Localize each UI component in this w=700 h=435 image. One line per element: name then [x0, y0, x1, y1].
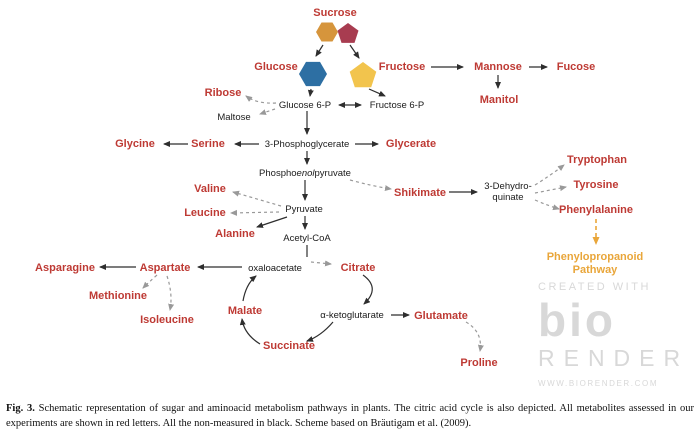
node-fructose: Fructose: [378, 61, 426, 73]
node-valine: Valine: [194, 183, 226, 195]
sucrose-hexagon-icon: [316, 22, 338, 42]
sucrose-pentagon-icon: [337, 23, 359, 43]
node-phenylalanine: Phenylalanine: [559, 204, 633, 216]
pep-prefix: Phospho: [259, 168, 297, 179]
node-alanine: Alanine: [215, 228, 255, 240]
node-fucose: Fucose: [556, 61, 596, 73]
node-methionine: Methionine: [88, 290, 148, 302]
biorender-watermark: CREATED WITH bio RENDER WWW.BIORENDER.CO…: [538, 281, 689, 388]
caption-label: Fig. 3.: [6, 403, 35, 414]
node-pyruvate: Pyruvate: [285, 204, 323, 215]
node-glucose: Glucose: [254, 61, 298, 73]
solid-arrows: [99, 44, 548, 318]
node-serine: Serine: [191, 138, 225, 150]
node-glycerate: Glycerate: [385, 138, 437, 150]
node-3-dehydroquinate: 3-Dehydro-quinate: [484, 181, 532, 204]
node-oxaloacetate: oxaloacetate: [248, 263, 302, 274]
node-glycine: Glycine: [115, 138, 155, 150]
node-isoleucine: Isoleucine: [140, 314, 194, 326]
node-fructose-6p: Fructose 6-P: [369, 100, 425, 111]
node-succinate: Succinate: [263, 340, 315, 352]
pep-suffix: pyruvate: [314, 168, 351, 179]
node-malate: Malate: [227, 305, 263, 317]
node-leucine: Leucine: [184, 207, 226, 219]
figure-caption: Fig. 3. Schematic representation of suga…: [6, 402, 694, 431]
glucose-hexagon-icon: [299, 61, 327, 87]
dashed-arrows: [142, 95, 567, 352]
node-phosphoenolpyruvate: Phosphoenolpyruvate: [259, 168, 351, 179]
node-asparagine: Asparagine: [35, 262, 95, 274]
dehydroquinate-line1: 3-Dehydro-: [484, 181, 532, 192]
node-tyrosine: Tyrosine: [573, 179, 619, 191]
phenylpropanoid-line1: Phenylopropanoid: [546, 251, 644, 263]
node-ribose: Ribose: [204, 87, 242, 99]
phenylpropanoid-line2: Pathway: [572, 263, 618, 276]
node-tryptophan: Tryptophan: [567, 154, 627, 166]
watermark-url: WWW.BIORENDER.COM: [538, 379, 659, 389]
node-manitol: Manitol: [479, 94, 519, 106]
node-maltose: Maltose: [217, 112, 251, 123]
node-acetyl-coa: Acetyl-CoA: [283, 233, 331, 244]
node-mannose: Mannose: [474, 61, 522, 73]
node-3-phosphoglycerate: 3-Phosphoglycerate: [264, 139, 350, 150]
node-glucose-6p: Glucose 6-P: [278, 100, 332, 111]
node-proline: Proline: [460, 357, 498, 369]
pep-enol-italic: enol: [296, 168, 315, 179]
fructose-pentagon-icon: [349, 62, 377, 88]
node-shikimate: Shikimate: [394, 187, 446, 199]
node-sucrose: Sucrose: [313, 7, 357, 19]
node-citrate: Citrate: [340, 262, 376, 274]
watermark-render-text: RENDER: [538, 345, 690, 372]
node-aspartate: Aspartate: [139, 262, 191, 274]
dehydroquinate-line2: quinate: [492, 191, 524, 203]
biorender-logo: bio: [538, 294, 616, 346]
sugar-shapes: [299, 22, 377, 88]
citric-acid-cycle-arcs: [239, 274, 373, 345]
watermark-created-with: CREATED WITH: [538, 281, 651, 293]
node-alpha-ketoglutarate: α-ketoglutarate: [320, 310, 384, 321]
node-glutamate: Glutamate: [414, 310, 468, 322]
caption-text: Schematic representation of sugar and am…: [6, 403, 695, 429]
